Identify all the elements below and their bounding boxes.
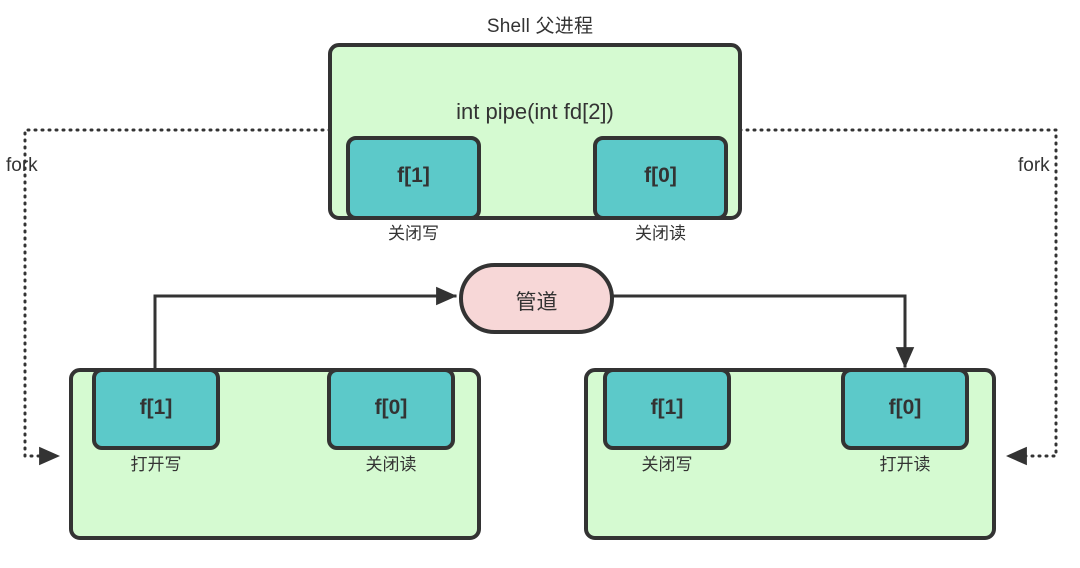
child-right-fd-note-write: 关闭写 [641, 455, 693, 474]
pipe-node-label: 管道 [515, 291, 558, 314]
parent-process-box [328, 43, 742, 220]
edge-child-left-to-pipe [153, 286, 458, 372]
child-left-fd-label-write: f[1] [139, 396, 173, 419]
child-left-fd-note-write: 打开写 [130, 455, 182, 474]
child-left-fd-note-read: 关闭读 [365, 455, 417, 474]
child-right-fd-label-read: f[0] [888, 396, 922, 419]
parent-fd-label-write: f[1] [397, 164, 430, 187]
fork-label-left: fork [6, 155, 38, 176]
fork-label-right: fork [1018, 155, 1050, 176]
diagram-title: Shell 父进程 [486, 16, 594, 37]
parent-fd-label-read: f[0] [644, 164, 677, 187]
child-right-fd-label-write: f[1] [650, 396, 684, 419]
parent-fd-note-read: 关闭读 [635, 224, 686, 243]
edge-pipe-to-child-right [610, 294, 915, 369]
child-right-fd-note-read: 打开读 [879, 455, 931, 474]
pipe-signature-text: int pipe(int fd[2]) [456, 99, 614, 124]
parent-fd-note-write: 关闭写 [388, 224, 439, 243]
child-left-fd-label-read: f[0] [374, 396, 408, 419]
